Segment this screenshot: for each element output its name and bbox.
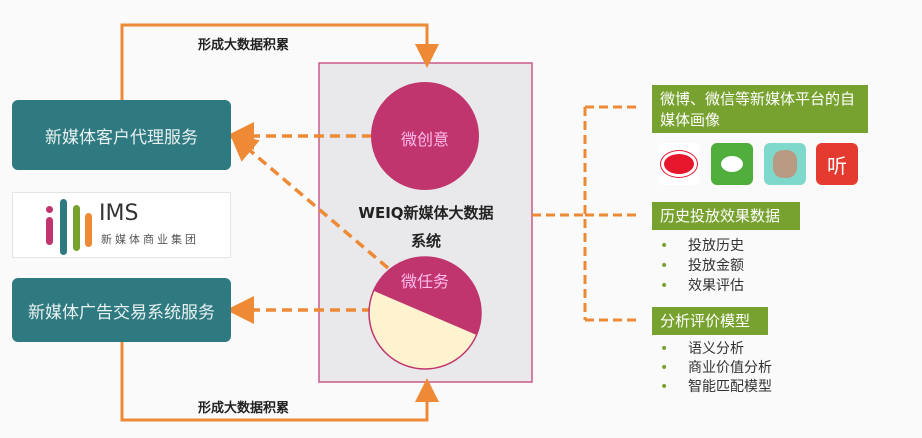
list-item: • 投放历史 <box>660 236 744 256</box>
model-list: • 语义分析 • 商业价值分析 • 智能匹配模型 <box>660 340 772 397</box>
task-label: 微任务 <box>400 272 449 291</box>
text: 语义分析 <box>688 341 744 357</box>
dashed-arrow-task-diagonal <box>229 132 390 270</box>
history-list: • 投放历史 • 投放金额 • 效果评估 <box>660 236 744 296</box>
text: • <box>660 341 669 357</box>
section-title-model: 分析评价模型 <box>652 307 768 335</box>
text: 效果评估 <box>688 278 744 294</box>
ims-logo: IMS 新媒体商业集团 <box>12 192 231 258</box>
list-item: • 语义分析 <box>660 340 772 359</box>
right-dashed-bracket <box>532 105 640 322</box>
section-title-media-profile: 微博、微信等新媒体平台的自媒体画像 <box>652 85 868 133</box>
weibo-icon <box>658 143 700 185</box>
system-title-line2: 系统 <box>410 232 441 250</box>
text: 智能匹配模型 <box>688 379 772 395</box>
text: • <box>660 258 669 274</box>
ad-exchange-service-box: 新媒体广告交易系统服务 <box>12 278 231 342</box>
list-item: • 效果评估 <box>660 276 744 296</box>
bottom-flow-arrow <box>120 342 439 422</box>
text: • <box>660 278 669 294</box>
bottom-flow-label: 形成大数据积累 <box>198 401 290 416</box>
creative-label: 微创意 <box>400 130 449 149</box>
agency-service-box: 新媒体客户代理服务 <box>12 100 231 170</box>
list-item: • 商业价值分析 <box>660 359 772 378</box>
list-item: • 投放金额 <box>660 256 744 276</box>
list-item: • 智能匹配模型 <box>660 378 772 397</box>
text: 商业价值分析 <box>688 360 772 376</box>
section-title-history: 历史投放效果数据 <box>652 202 800 230</box>
text: • <box>660 379 669 395</box>
text: 投放历史 <box>688 238 744 254</box>
top-flow-label: 形成大数据积累 <box>198 38 290 53</box>
text: 投放金额 <box>688 258 744 274</box>
text: • <box>660 238 669 254</box>
system-title-line1: WEIQ新媒体大数据 <box>358 204 494 222</box>
top-flow-arrow <box>120 23 439 100</box>
logo-subtitle: 新媒体商业集团 <box>101 233 199 246</box>
text: • <box>660 360 669 376</box>
logo-brand: IMS <box>99 201 139 226</box>
owl-icon <box>764 143 806 185</box>
circle-creative <box>371 82 479 190</box>
wechat-icon <box>711 143 753 185</box>
ting-icon: 听 <box>816 143 858 185</box>
